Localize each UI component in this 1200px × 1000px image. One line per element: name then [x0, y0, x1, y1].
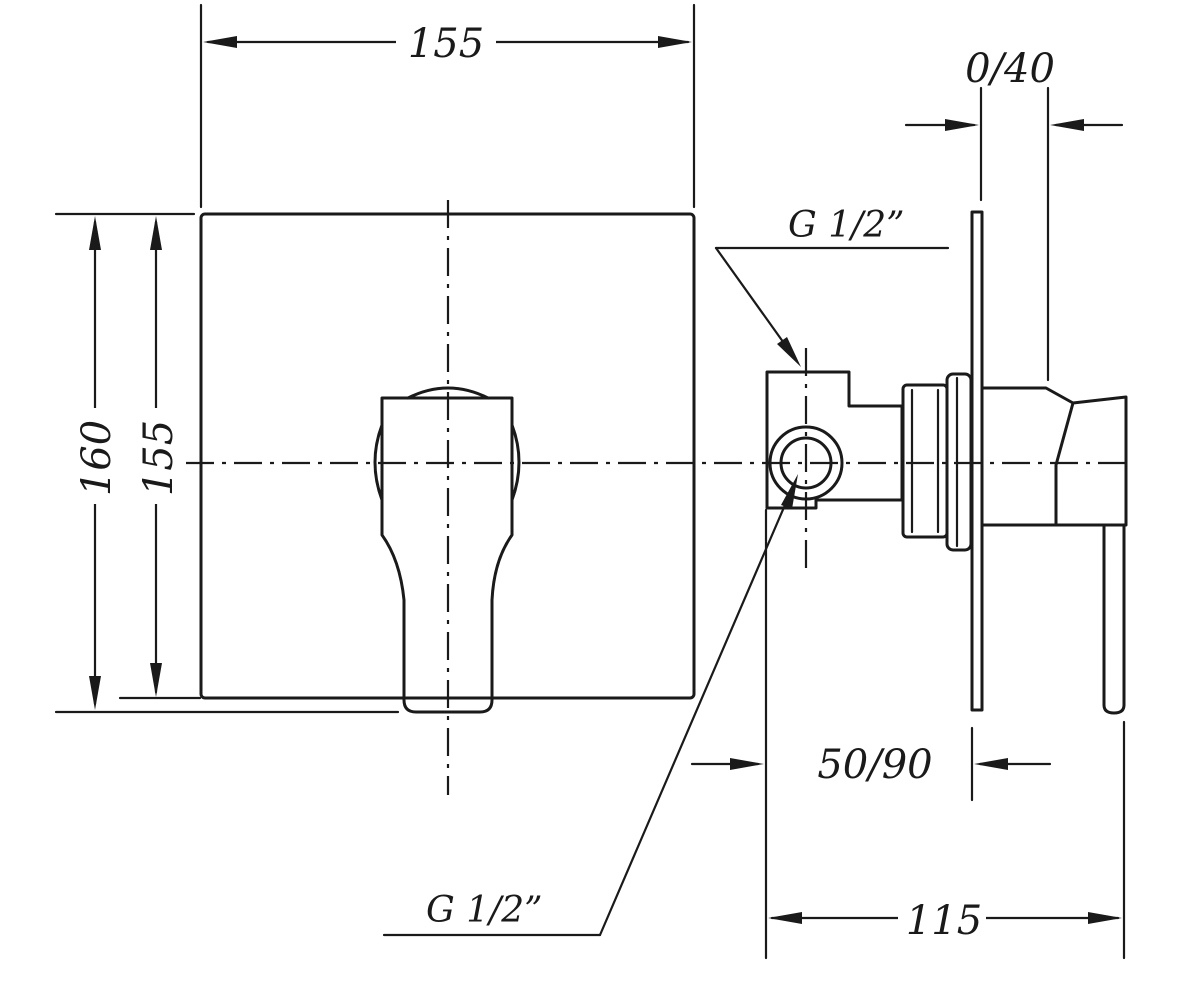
arrow-155v-top	[150, 216, 162, 250]
arrow-0-40-left	[945, 119, 979, 131]
lever-handle-front	[380, 396, 514, 714]
dim-label-155-vertical: 155	[136, 420, 182, 496]
leader-bottom-line	[598, 482, 796, 937]
lever-side	[1102, 523, 1126, 715]
arrow-50-90-right	[974, 758, 1008, 770]
arrow-160-top	[89, 216, 101, 250]
arrow-50-90-left	[730, 758, 764, 770]
leader-top-arrow	[777, 337, 801, 367]
leader-bottom-arrow	[781, 474, 798, 509]
cartridge-flange	[901, 383, 949, 539]
arrow-155h-left	[203, 36, 237, 48]
connection-label-top: G 1/2”	[788, 205, 905, 246]
arrow-0-40-right	[1050, 119, 1084, 131]
arrow-160-bottom	[89, 676, 101, 710]
dim-label-155-horizontal: 155	[408, 21, 484, 67]
dim-label-160: 160	[74, 420, 120, 496]
inlet-connection-outer	[768, 425, 844, 501]
dim-label-0-40: 0/40	[965, 46, 1055, 92]
dim-label-115: 115	[906, 898, 982, 944]
arrow-115-left	[768, 912, 802, 924]
dim-label-50-90: 50/90	[817, 742, 932, 788]
lever-top-dome	[406, 386, 490, 400]
lever-side-right	[510, 423, 521, 502]
lever-side-left	[373, 423, 384, 502]
cover-plate-side	[970, 210, 984, 712]
arrow-155h-right	[658, 36, 692, 48]
arrow-155v-bottom	[150, 663, 162, 697]
arrow-115-right	[1088, 912, 1122, 924]
handle-body-side	[980, 386, 1128, 527]
connection-label-bottom: G 1/2”	[426, 890, 543, 931]
inlet-connection-inner	[779, 436, 833, 490]
front-view: 160 155 155	[54, 3, 1132, 795]
handle-bevel	[1054, 401, 1075, 527]
side-view: 0/40 50/90 115 G 1/2” G 1/2”	[382, 46, 1128, 960]
